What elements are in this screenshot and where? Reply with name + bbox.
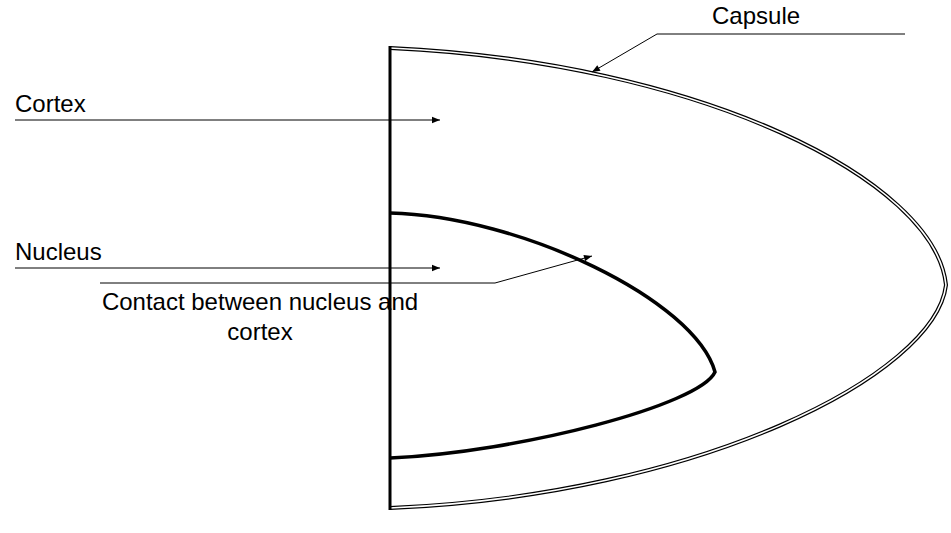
- part-label: Capsule: [712, 2, 800, 30]
- part-label: Nucleus: [15, 238, 102, 266]
- capsule-inner: [390, 48, 946, 508]
- axis-line: [389, 46, 392, 510]
- leader-line: [592, 34, 905, 72]
- nucleus-outline: [390, 213, 715, 458]
- leader-line: [100, 256, 592, 283]
- capsule-outline: [390, 48, 946, 508]
- part-label: Cortex: [15, 90, 86, 118]
- part-label: Contact between nucleus and cortex: [95, 287, 425, 347]
- leader-line: [15, 120, 440, 121]
- leader-line: [15, 268, 440, 269]
